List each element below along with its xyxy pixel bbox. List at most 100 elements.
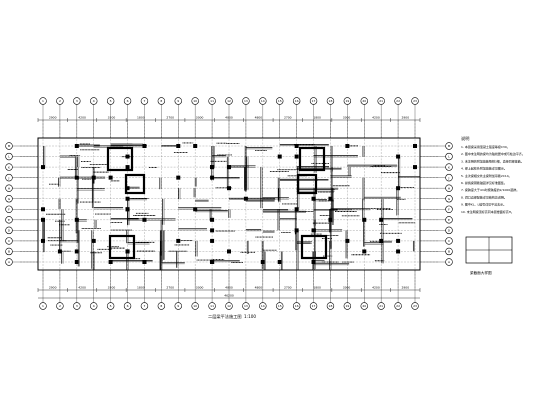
dimension-value: 1800 <box>313 286 321 290</box>
axis-bubble-left: C <box>5 237 13 245</box>
dimension-value: 3300 <box>343 286 351 290</box>
svg-text:3: 3 <box>76 99 78 103</box>
axis-bubble-top: 18 <box>326 97 335 105</box>
svg-text:23: 23 <box>413 304 417 308</box>
svg-text:L: L <box>8 155 10 159</box>
axis-bubble-top: 19 <box>343 97 352 105</box>
axis-bubble-top: 8 <box>157 97 166 105</box>
floor-plan <box>20 120 438 288</box>
dimension-value: 2700 <box>284 116 292 120</box>
axis-bubble-left: H <box>5 184 13 192</box>
svg-text:14: 14 <box>261 99 265 103</box>
svg-text:22: 22 <box>396 99 400 103</box>
axis-bubble-top: 6 <box>123 97 132 105</box>
axis-bubble-top: 22 <box>394 97 402 105</box>
svg-text:4: 4 <box>93 304 95 308</box>
dimension-value: 3000 <box>196 116 204 120</box>
svg-text:22: 22 <box>396 304 400 308</box>
dimension-value: 4200 <box>78 116 86 120</box>
plan-scale: 1:100 <box>244 314 256 319</box>
note-line: 9. 图中KL、L编号详见平法表示。 <box>461 202 506 207</box>
dimension-value: 4200 <box>372 116 380 120</box>
axis-bubble-right: G <box>445 195 453 203</box>
svg-text:7: 7 <box>143 304 145 308</box>
axis-bubble-bottom: 13 <box>242 302 250 310</box>
svg-text:5: 5 <box>110 304 112 308</box>
svg-text:21: 21 <box>379 304 383 308</box>
axis-bubble-right: B <box>445 247 453 256</box>
axis-bubble-right: M <box>445 142 453 150</box>
dimension-value: 2700 <box>166 116 174 120</box>
svg-text:19: 19 <box>345 99 349 103</box>
note-line: 6. 悬挑梁钢筋锚固详见标准图集。 <box>461 180 507 185</box>
axis-bubble-top: 11 <box>208 97 216 105</box>
svg-text:J: J <box>448 176 450 180</box>
axis-bubble-bottom: 23 <box>411 302 419 310</box>
axis-bubble-bottom: 3 <box>73 302 81 310</box>
svg-text:8: 8 <box>160 99 162 103</box>
axis-bubble-right: J <box>445 173 453 182</box>
axis-bubble-right: K <box>445 163 453 171</box>
svg-text:16: 16 <box>295 304 299 308</box>
dimension-value: 4800 <box>255 116 263 120</box>
axis-bubble-top: 16 <box>292 97 301 105</box>
axis-bubble-right: E <box>445 216 453 224</box>
note-line: 1. 本层梁采用混凝土强度等级C30。 <box>461 144 510 149</box>
dimension-value: 2700 <box>284 286 292 290</box>
axis-bubble-top: 12 <box>225 97 233 105</box>
svg-text:14: 14 <box>261 304 265 308</box>
note-line: 5. 主次梁相交处主梁附加吊筋2C14。 <box>461 173 512 178</box>
svg-text:A: A <box>448 260 451 264</box>
detail-caption: 梁截面大样图 <box>470 270 492 275</box>
note-line: 7. 梁跨度大于4m时按跨度的2/1000起拱。 <box>461 187 519 192</box>
svg-text:23: 23 <box>413 99 417 103</box>
axis-bubble-right: F <box>445 205 453 213</box>
svg-text:E: E <box>448 218 450 222</box>
axis-bubble-bottom: 22 <box>394 302 402 310</box>
svg-text:7: 7 <box>143 99 145 103</box>
beam-section-detail: 梁截面大样图 <box>465 236 513 275</box>
svg-text:F: F <box>8 207 10 211</box>
svg-text:15: 15 <box>278 99 282 103</box>
axis-bubble-bottom: 4 <box>90 302 98 310</box>
notes-block: 说明 1. 本层梁采用混凝土强度等级C30。2. 图中未注明的梁均为轴线居中或与… <box>461 135 525 214</box>
axis-bubble-right: D <box>445 226 453 235</box>
svg-text:H: H <box>8 186 10 190</box>
axis-bubble-top: 15 <box>276 97 284 105</box>
dimension-value: 1800 <box>137 286 145 290</box>
axis-bubble-top: 2 <box>56 97 64 105</box>
axis-bubble-bottom: 9 <box>174 302 182 310</box>
svg-text:4: 4 <box>93 99 95 103</box>
svg-text:20: 20 <box>362 99 366 103</box>
svg-text:A: A <box>8 260 11 264</box>
axis-bubble-top: 1 <box>39 97 47 105</box>
svg-text:B: B <box>448 250 450 254</box>
svg-text:M: M <box>448 144 451 148</box>
axis-bubble-bottom: 11 <box>208 302 216 310</box>
svg-text:L: L <box>448 155 450 159</box>
svg-text:5: 5 <box>110 99 112 103</box>
svg-text:M: M <box>8 144 11 148</box>
axis-bubble-left: L <box>5 152 13 161</box>
svg-text:G: G <box>8 197 11 201</box>
dimension-value: 2900 <box>49 116 57 120</box>
svg-text:19: 19 <box>345 304 349 308</box>
dimension-value: 2900 <box>401 116 409 120</box>
svg-text:K: K <box>8 165 11 169</box>
axis-bubble-left: M <box>5 142 13 150</box>
note-line: 8. 洞口边梁配筋详见结构总说明。 <box>461 194 507 199</box>
svg-text:10: 10 <box>193 99 197 103</box>
dimension-value: 4800 <box>255 286 263 290</box>
svg-text:9: 9 <box>177 304 179 308</box>
note-line: 10. 未注明梁顶标高同本层楼面标高H。 <box>461 209 514 214</box>
svg-text:18: 18 <box>329 304 333 308</box>
axis-bubble-bottom: 15 <box>276 302 284 310</box>
axis-bubble-top: 13 <box>242 97 250 105</box>
svg-text:1: 1 <box>42 99 44 103</box>
dimension-value: 2900 <box>49 286 57 290</box>
axis-bubble-top: 4 <box>90 97 98 105</box>
axis-bubble-top: 17 <box>309 97 318 105</box>
dimension-value: 3300 <box>108 116 116 120</box>
